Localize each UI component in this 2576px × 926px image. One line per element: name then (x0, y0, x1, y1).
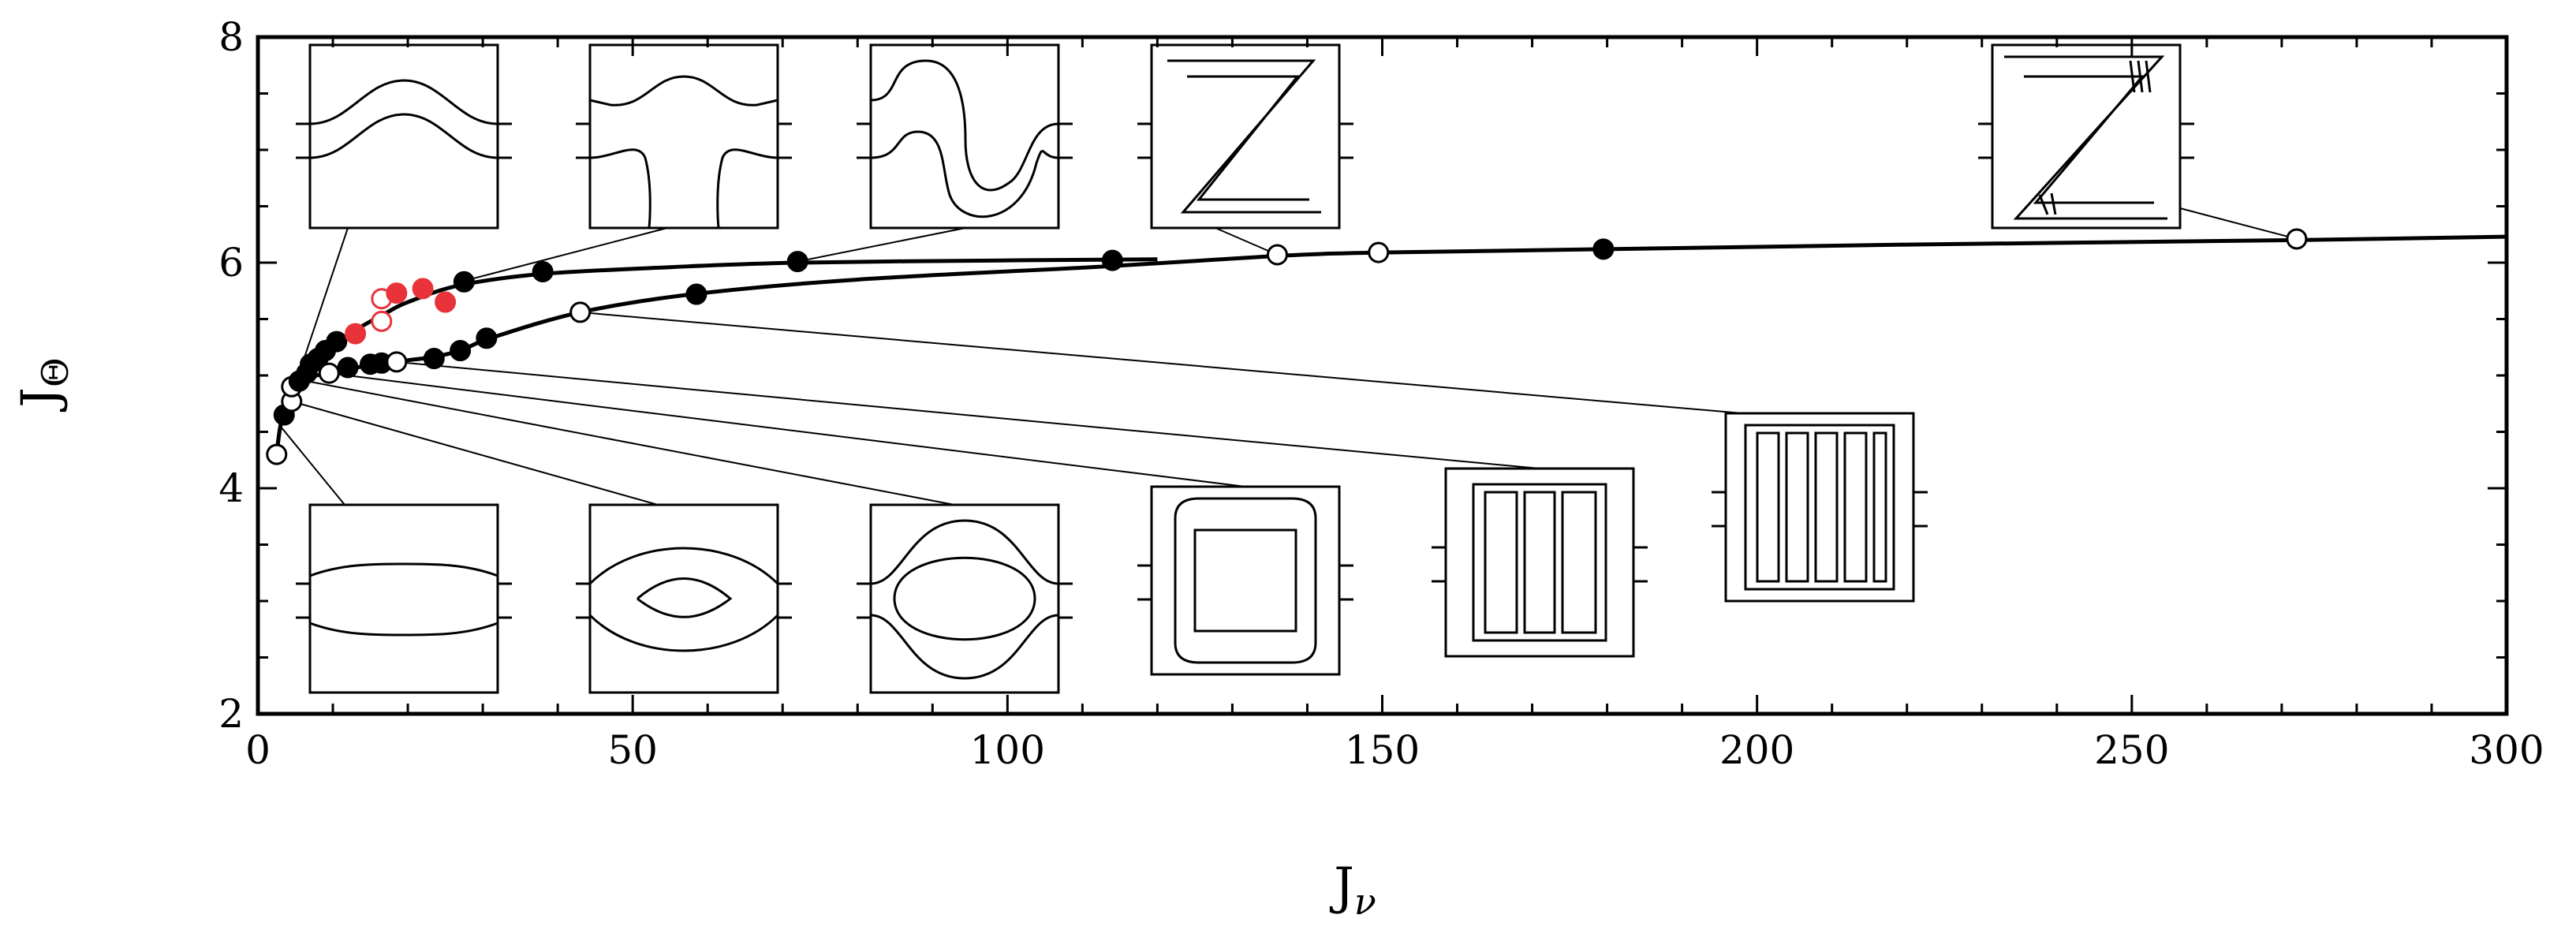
inset-frame (1150, 485, 1341, 676)
inset-frame (1991, 43, 2182, 230)
inset-shape (870, 519, 1059, 680)
inset-bump (296, 43, 512, 230)
y-tick-label: 8 (218, 14, 244, 60)
insets (296, 43, 2194, 694)
inset-shape (1174, 497, 1317, 664)
x-tick-label: 300 (2469, 727, 2544, 773)
y-axis-title: JΘ (11, 357, 77, 412)
inset-z-loop-dense (1978, 43, 2194, 230)
x-tick-labels: 0 50 100 150 200 250 300 (245, 727, 2544, 773)
inset-shape (1744, 424, 1895, 591)
data-point (337, 357, 359, 379)
data-point (450, 340, 472, 362)
data-points (266, 228, 2308, 465)
data-point (266, 443, 288, 465)
data-point (326, 330, 348, 353)
data-point (1592, 238, 1615, 260)
data-point (786, 251, 808, 273)
inset-leader (2179, 207, 2298, 240)
data-point (386, 282, 408, 304)
inset-ring (857, 503, 1073, 694)
inset-leader (298, 227, 349, 374)
x-tick-label: 200 (1719, 727, 1794, 773)
data-point (569, 301, 592, 323)
inset-shape (589, 75, 778, 229)
data-point (435, 291, 457, 313)
inset-leader (580, 311, 1743, 414)
x-tick-label: 50 (607, 727, 658, 773)
inset-leader (306, 380, 955, 506)
x-tick-label: 100 (970, 727, 1045, 773)
y-tick-labels: 2 4 6 8 (218, 14, 244, 737)
data-point (423, 348, 445, 370)
inset-frame (1444, 467, 1635, 658)
data-point (532, 260, 554, 282)
inset-leader (797, 227, 966, 263)
data-point (2286, 228, 2308, 250)
inset-three-cells (1432, 467, 1648, 658)
inset-frame (588, 503, 779, 694)
inset-leader-lines (279, 207, 2298, 506)
inset-shape (870, 59, 1059, 218)
data-point (453, 271, 475, 293)
axis-ticks (256, 35, 2508, 715)
x-tick-label: 0 (245, 727, 271, 773)
inset-leader (291, 400, 659, 506)
inset-frame (308, 503, 499, 694)
inset-frame (308, 43, 499, 230)
data-point (345, 323, 367, 345)
data-point (476, 327, 498, 349)
inset-leader (460, 227, 668, 283)
data-point (1101, 249, 1123, 271)
data-point (1266, 244, 1288, 266)
inset-z-loop (1137, 43, 1353, 230)
data-point (685, 283, 707, 305)
data-point (1368, 241, 1390, 263)
y-tick-label: 4 (218, 465, 244, 511)
inset-neck (576, 43, 792, 230)
inset-five-cells (1712, 412, 1928, 603)
inset-shape (2004, 55, 2167, 220)
inset-shape (588, 547, 779, 652)
data-point (412, 278, 434, 300)
inset-band (296, 503, 512, 694)
inset-leader (279, 425, 345, 506)
data-point (318, 362, 340, 384)
inset-shape (309, 79, 498, 159)
inset-shape (309, 562, 498, 637)
inset-shape (1167, 59, 1321, 214)
y-tick-label: 2 (218, 691, 244, 737)
inset-frame (869, 503, 1060, 694)
inset-leader (329, 372, 1246, 487)
inset-leader (1215, 227, 1278, 256)
x-axis-title: Jν (1329, 857, 1376, 923)
inset-frame (588, 43, 779, 230)
x-tick-label: 250 (2094, 727, 2169, 773)
x-tick-label: 150 (1345, 727, 1420, 773)
inset-leader (396, 360, 1540, 469)
inset-shape (1472, 483, 1607, 642)
y-tick-label: 6 (218, 240, 244, 286)
inset-lens (576, 503, 792, 694)
inset-s-curve (857, 43, 1073, 230)
data-point (371, 310, 393, 332)
data-point (386, 351, 408, 373)
inset-rounded-square (1137, 485, 1353, 676)
